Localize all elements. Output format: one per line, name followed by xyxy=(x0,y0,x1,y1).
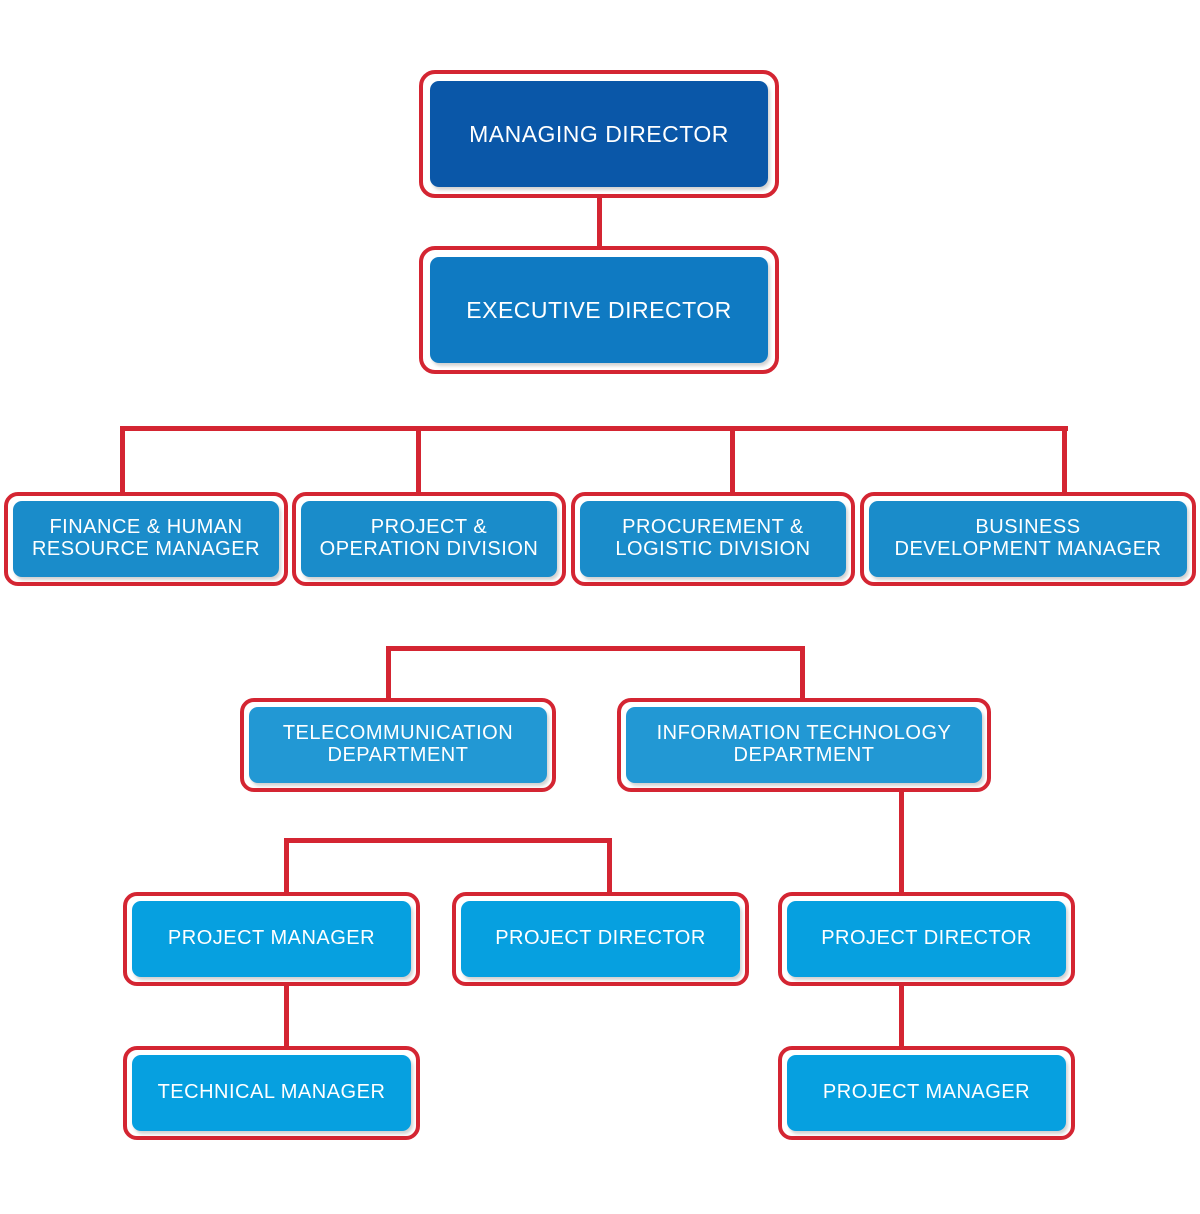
connector-line xyxy=(386,646,391,700)
node-label: INFORMATION TECHNOLOGY DEPARTMENT xyxy=(626,707,982,783)
connector-line xyxy=(607,838,612,894)
node-project-director-it: PROJECT DIRECTOR xyxy=(778,892,1075,986)
node-label: BUSINESS DEVELOPMENT MANAGER xyxy=(869,501,1187,577)
node-finance-hr-manager: FINANCE & HUMAN RESOURCE MANAGER xyxy=(4,492,288,586)
node-project-manager-it: PROJECT MANAGER xyxy=(778,1046,1075,1140)
node-project-manager-telecom: PROJECT MANAGER xyxy=(123,892,420,986)
connector-line xyxy=(386,646,805,651)
node-label: TELECOMMUNICATION DEPARTMENT xyxy=(249,707,547,783)
node-project-operation-division: PROJECT & OPERATION DIVISION xyxy=(292,492,566,586)
node-label: TECHNICAL MANAGER xyxy=(132,1055,411,1131)
node-label: PROJECT MANAGER xyxy=(787,1055,1066,1131)
node-project-director-telecom: PROJECT DIRECTOR xyxy=(452,892,749,986)
node-label: PROJECT MANAGER xyxy=(132,901,411,977)
connector-line xyxy=(120,426,125,494)
node-it-department: INFORMATION TECHNOLOGY DEPARTMENT xyxy=(617,698,991,792)
connector-line xyxy=(284,984,289,1048)
node-managing-director: MANAGING DIRECTOR xyxy=(419,70,779,198)
node-label: PROCUREMENT & LOGISTIC DIVISION xyxy=(580,501,846,577)
node-label: PROJECT DIRECTOR xyxy=(461,901,740,977)
node-technical-manager: TECHNICAL MANAGER xyxy=(123,1046,420,1140)
connector-line xyxy=(120,426,1068,431)
connector-line xyxy=(284,838,289,894)
connector-line xyxy=(899,984,904,1048)
node-telecommunication-department: TELECOMMUNICATION DEPARTMENT xyxy=(240,698,556,792)
node-label: MANAGING DIRECTOR xyxy=(430,81,768,187)
connector-line xyxy=(597,196,602,248)
node-label: PROJECT & OPERATION DIVISION xyxy=(301,501,557,577)
connector-line xyxy=(730,426,735,494)
node-procurement-logistic-division: PROCUREMENT & LOGISTIC DIVISION xyxy=(571,492,855,586)
connector-line xyxy=(1062,426,1067,494)
connector-line xyxy=(800,646,805,700)
node-label: FINANCE & HUMAN RESOURCE MANAGER xyxy=(13,501,279,577)
node-label: EXECUTIVE DIRECTOR xyxy=(430,257,768,363)
node-business-development-manager: BUSINESS DEVELOPMENT MANAGER xyxy=(860,492,1196,586)
node-label: PROJECT DIRECTOR xyxy=(787,901,1066,977)
connector-line xyxy=(416,426,421,494)
node-executive-director: EXECUTIVE DIRECTOR xyxy=(419,246,779,374)
connector-line xyxy=(284,838,612,843)
connector-line xyxy=(899,790,904,894)
